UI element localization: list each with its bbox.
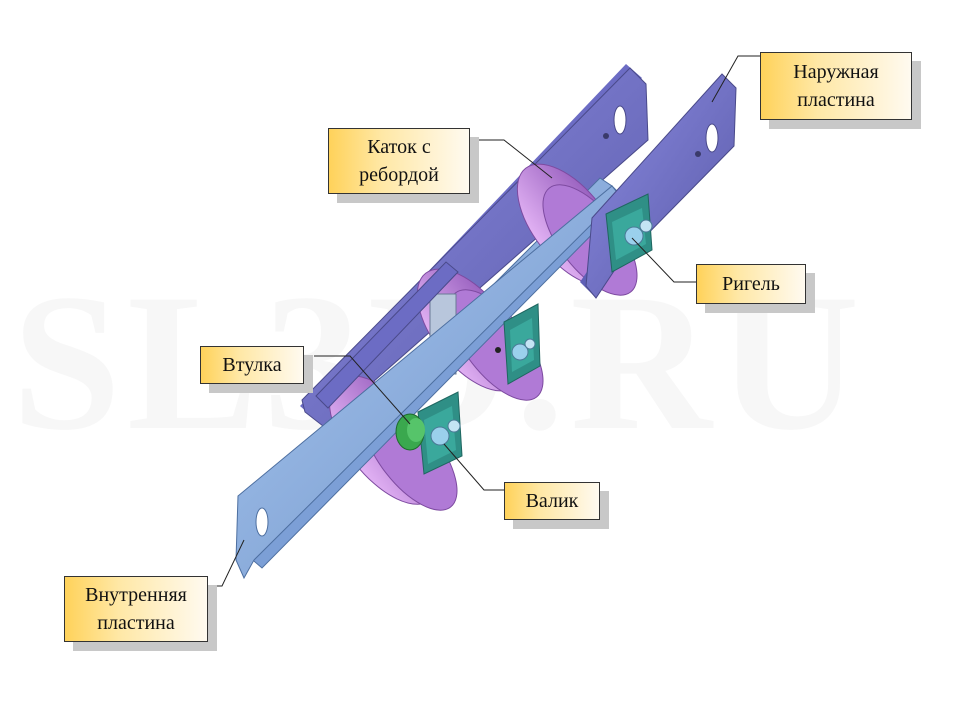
callout-inner-plate-line-1: Внутренняя <box>85 584 187 606</box>
callout-inner-plate: Внутренняя пластина <box>64 576 208 642</box>
callout-outer-plate: Наружная пластина <box>760 52 912 120</box>
pin-middle <box>495 338 536 361</box>
pin-bottom <box>430 419 461 446</box>
leader-pin <box>443 443 504 491</box>
leader-crossbar <box>631 237 698 283</box>
callout-outer-plate-line-2: пластина <box>797 89 875 111</box>
pin-top <box>624 219 653 246</box>
bushing <box>395 413 425 451</box>
leader-outer-plate <box>711 55 760 103</box>
callout-flanged-roller-line-1: Каток с <box>367 136 431 158</box>
callout-bushing-line-1: Втулка <box>222 354 282 376</box>
callout-inner-plate-line-2: пластина <box>97 612 175 634</box>
leader-bushing <box>314 355 411 425</box>
callout-crossbar-line-1: Ригель <box>722 273 780 295</box>
callout-crossbar: Ригель <box>696 264 806 304</box>
leader-flanged-roller <box>478 139 553 179</box>
callout-outer-plate-line-1: Наружная <box>793 61 879 83</box>
callout-pin-line-1: Валик <box>525 490 579 512</box>
callout-flanged-roller-line-2: ребордой <box>359 164 439 186</box>
outer-plate-front-lower <box>315 261 459 409</box>
callout-bushing: Втулка <box>200 346 304 384</box>
callout-flanged-roller: Каток с ребордой <box>328 128 470 194</box>
callout-pin: Валик <box>504 482 600 520</box>
leader-inner-plate <box>216 539 245 587</box>
